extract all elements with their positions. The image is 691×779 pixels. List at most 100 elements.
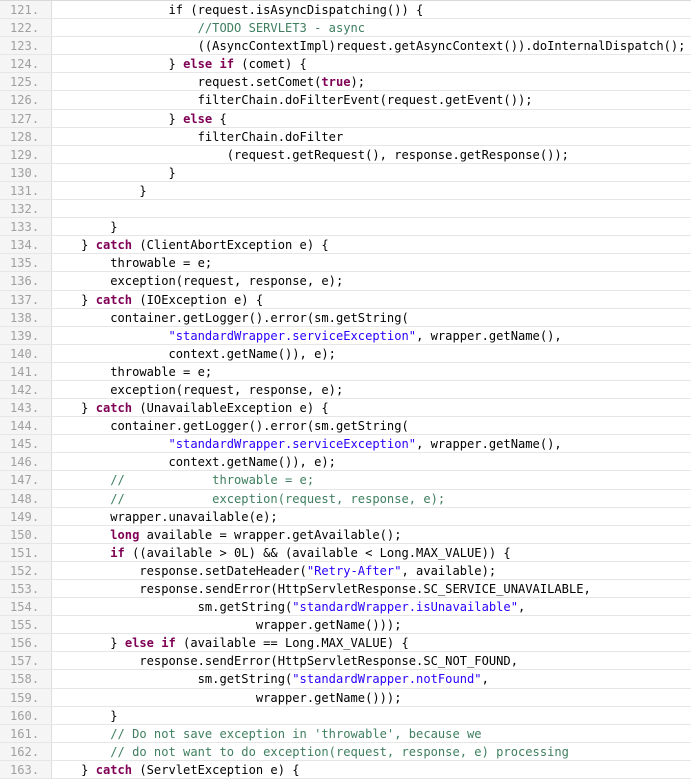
line-number: 139. bbox=[0, 326, 52, 345]
code-text: exception(request, response, e); bbox=[52, 272, 691, 290]
code-line: 139. "standardWrapper.serviceException",… bbox=[0, 326, 691, 345]
line-number: 163. bbox=[0, 760, 52, 779]
plain-token: response.sendError(HttpServletResponse.S… bbox=[52, 654, 518, 669]
line-number: 135. bbox=[0, 254, 52, 273]
code-text: } catch (ClientAbortException e) { bbox=[52, 236, 691, 254]
code-text: } catch (IOException e) { bbox=[52, 291, 691, 309]
line-number: 142. bbox=[0, 380, 52, 400]
code-text: } bbox=[52, 164, 691, 182]
code-line: 162. // do not want to do exception(requ… bbox=[0, 742, 691, 762]
plain-token: sm.getString( bbox=[52, 672, 293, 687]
code-text: container.getLogger().error(sm.getString… bbox=[52, 417, 691, 435]
plain-token bbox=[52, 21, 198, 35]
code-text: if ((available > 0L) && (available < Lon… bbox=[52, 544, 691, 562]
code-line: 135. throwable = e; bbox=[0, 254, 691, 273]
plain-token: sm.getString( bbox=[52, 600, 293, 615]
plain-token: container.getLogger().error(sm.getString… bbox=[52, 419, 409, 434]
code-text: } bbox=[52, 707, 691, 725]
line-number: 153. bbox=[0, 580, 52, 599]
comment-token: // exception(request, response, e); bbox=[110, 491, 446, 506]
plain-token: { bbox=[212, 111, 227, 126]
plain-token: } bbox=[52, 292, 96, 307]
keyword-token: catch bbox=[95, 292, 133, 307]
line-number: 131. bbox=[0, 181, 52, 201]
line-number: 161. bbox=[0, 724, 52, 743]
code-text: exception(request, response, e); bbox=[52, 381, 691, 399]
code-text: request.setComet(true); bbox=[52, 73, 691, 91]
code-line: 137. } catch (IOException e) { bbox=[0, 290, 691, 309]
plain-token: request.isAsyncDispatching()) { bbox=[197, 3, 424, 17]
plain-token: ((AsyncContextImpl)request.getAsyncConte… bbox=[52, 39, 686, 54]
code-line: 161. // Do not save exception in 'throwa… bbox=[0, 724, 691, 743]
plain-token: wrapper.getName())); bbox=[52, 690, 402, 705]
line-number: 155. bbox=[0, 616, 52, 635]
line-number: 160. bbox=[0, 706, 52, 725]
line-number: 133. bbox=[0, 218, 52, 237]
plain-token: , wrapper.getName(), bbox=[416, 437, 562, 452]
plain-token: } bbox=[52, 183, 147, 198]
plain-token: if ( bbox=[52, 3, 198, 17]
plain-token bbox=[52, 473, 110, 487]
plain-token: (ServletException e) { bbox=[132, 762, 300, 777]
line-number: 147. bbox=[0, 471, 52, 490]
line-number: 154. bbox=[0, 598, 52, 617]
plain-token: } bbox=[52, 238, 96, 253]
string-token: "Retry-After" bbox=[306, 563, 402, 578]
plain-token: , bbox=[518, 600, 526, 615]
code-line: 163. } catch (ServletException e) { bbox=[0, 760, 691, 779]
plain-token: } bbox=[52, 401, 96, 416]
line-number: 159. bbox=[0, 688, 52, 707]
code-text: throwable = e; bbox=[52, 254, 691, 272]
code-text: } bbox=[52, 182, 691, 200]
plain-token: container.getLogger().error(sm.getString… bbox=[52, 310, 409, 325]
code-text: } catch (ServletException e) { bbox=[52, 761, 691, 779]
code-text: (request.getRequest(), response.getRespo… bbox=[52, 146, 691, 164]
plain-token: } bbox=[52, 220, 118, 235]
code-line: 131. } bbox=[0, 181, 691, 201]
code-line: 143. } catch (UnavailableException e) { bbox=[0, 399, 691, 418]
line-number: 144. bbox=[0, 417, 52, 436]
line-number: 124. bbox=[0, 55, 52, 74]
plain-token: throwable = e; bbox=[52, 256, 213, 271]
code-line: 138. container.getLogger().error(sm.getS… bbox=[0, 308, 691, 327]
code-line: 129. (request.getRequest(), response.get… bbox=[0, 145, 691, 164]
plain-token bbox=[52, 437, 169, 451]
code-text: long available = wrapper.getAvailable(); bbox=[52, 526, 691, 544]
comment-token: // throwable = e; bbox=[110, 473, 315, 488]
line-number: 149. bbox=[0, 507, 52, 526]
plain-token bbox=[52, 492, 110, 506]
keyword-token: long bbox=[110, 527, 140, 542]
keyword-token: else if bbox=[124, 636, 176, 651]
keyword-token: true bbox=[321, 75, 351, 90]
line-number: 129. bbox=[0, 145, 52, 164]
line-number: 134. bbox=[0, 236, 52, 255]
line-number: 128. bbox=[0, 127, 52, 146]
plain-token: (IOException e) { bbox=[132, 292, 264, 307]
line-number: 127. bbox=[0, 109, 52, 128]
keyword-token: else bbox=[183, 111, 213, 126]
code-line: 149. wrapper.unavailable(e); bbox=[0, 507, 691, 526]
line-number: 123. bbox=[0, 37, 52, 56]
code-text: // do not want to do exception(request, … bbox=[52, 743, 691, 761]
line-number: 136. bbox=[0, 272, 52, 291]
code-line: 128. filterChain.doFilter bbox=[0, 127, 691, 146]
plain-token: , bbox=[481, 672, 489, 687]
code-line: 151. if ((available > 0L) && (available … bbox=[0, 543, 691, 563]
code-line: 127. } else { bbox=[0, 109, 691, 128]
line-number: 132. bbox=[0, 200, 52, 219]
comment-token: // Do not save exception in 'throwable',… bbox=[110, 726, 482, 741]
plain-token: exception(request, response, e); bbox=[52, 274, 344, 289]
plain-token: (ClientAbortException e) { bbox=[132, 238, 329, 253]
plain-token: (comet) { bbox=[234, 57, 307, 72]
code-text: filterChain.doFilter bbox=[52, 128, 691, 146]
code-text: wrapper.getName())); bbox=[52, 689, 691, 707]
comment-token: //TODO SERVLET3 - async bbox=[197, 21, 366, 36]
line-number: 143. bbox=[0, 399, 52, 418]
plain-token: exception(request, response, e); bbox=[52, 382, 344, 397]
plain-token: filterChain.doFilterEvent(request.getEve… bbox=[52, 93, 533, 108]
comment-token: // do not want to do exception(request, … bbox=[110, 744, 569, 759]
line-number: 137. bbox=[0, 290, 52, 309]
plain-token bbox=[52, 528, 110, 542]
code-text: context.getName()), e); bbox=[52, 345, 691, 363]
